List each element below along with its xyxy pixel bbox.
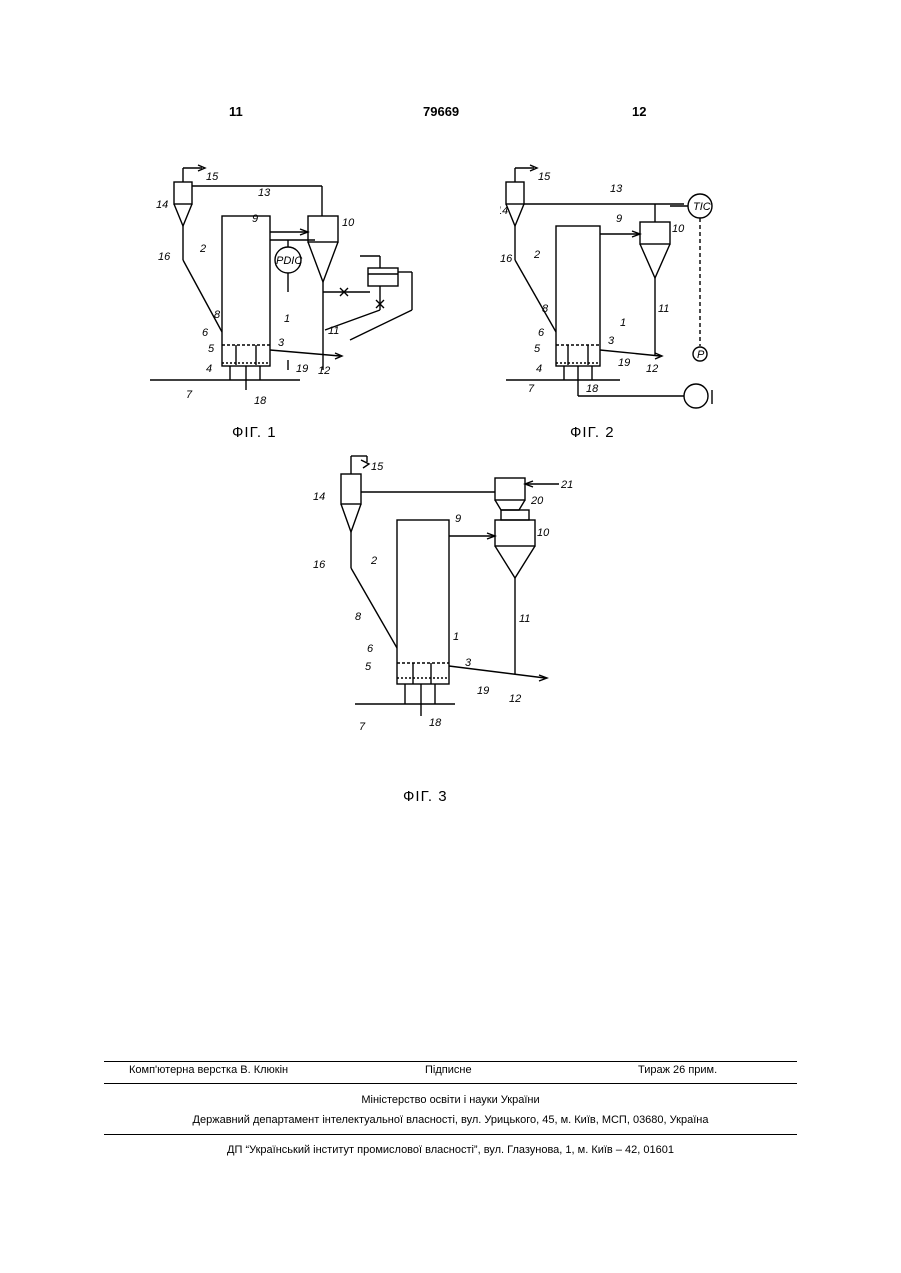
- svg-text:8: 8: [355, 611, 362, 623]
- svg-text:6: 6: [202, 327, 209, 339]
- right-page-number: 12: [632, 104, 646, 119]
- svg-text:11: 11: [519, 613, 530, 625]
- svg-text:15: 15: [371, 461, 384, 473]
- svg-text:9: 9: [455, 513, 461, 525]
- left-page-number: 11: [229, 104, 243, 119]
- layout-by: Комп'ютерна верстка В. Клюкін: [129, 1064, 288, 1076]
- svg-text:12: 12: [646, 363, 658, 375]
- svg-text:3: 3: [608, 335, 615, 347]
- svg-text:1: 1: [453, 631, 459, 643]
- svg-text:15: 15: [538, 171, 551, 183]
- footer-top-rule: [104, 1061, 797, 1062]
- figure-2-caption: ФІГ. 2: [570, 424, 615, 441]
- svg-text:10: 10: [672, 223, 685, 235]
- svg-text:11: 11: [328, 325, 339, 337]
- department-line: Державний департамент інтелектуальної вл…: [104, 1114, 797, 1126]
- svg-text:19: 19: [618, 357, 630, 369]
- footer-middle-rule: [104, 1083, 797, 1084]
- svg-text:20: 20: [530, 495, 544, 507]
- svg-text:19: 19: [477, 685, 489, 697]
- ministry-line: Міністерство освіти і науки України: [104, 1094, 797, 1106]
- svg-text:4: 4: [206, 363, 212, 375]
- svg-text:1: 1: [620, 317, 626, 329]
- svg-text:10: 10: [342, 217, 355, 229]
- svg-text:19: 19: [296, 363, 308, 375]
- svg-text:2: 2: [370, 555, 377, 567]
- patent-number: 79669: [423, 104, 459, 119]
- svg-text:12: 12: [318, 365, 330, 377]
- svg-text:8: 8: [542, 303, 549, 315]
- svg-text:14: 14: [313, 491, 325, 503]
- footer-bottom-rule: [104, 1134, 797, 1135]
- figure-1: 15 14 13 9 10 16 2 8 1 6 5 3 4 7 18 19 1…: [150, 160, 430, 410]
- signed-label: Підписне: [425, 1064, 472, 1076]
- svg-text:7: 7: [186, 389, 193, 401]
- svg-text:18: 18: [429, 717, 442, 729]
- pdic-label: PDIC: [276, 255, 302, 267]
- figure-1-caption: ФІГ. 1: [232, 424, 277, 441]
- svg-text:3: 3: [465, 657, 472, 669]
- svg-text:9: 9: [616, 213, 622, 225]
- svg-text:13: 13: [258, 187, 271, 199]
- svg-text:5: 5: [534, 343, 541, 355]
- svg-text:13: 13: [610, 183, 623, 195]
- institute-line: ДП “Український інститут промислової вла…: [104, 1144, 797, 1156]
- svg-text:11: 11: [658, 303, 669, 315]
- svg-text:16: 16: [158, 251, 171, 263]
- svg-text:3: 3: [278, 337, 285, 349]
- svg-text:1: 1: [284, 313, 290, 325]
- svg-text:15: 15: [206, 171, 219, 183]
- svg-text:8: 8: [214, 309, 221, 321]
- figure-3-caption: ФІГ. 3: [403, 788, 448, 805]
- tic-label: TIC: [693, 201, 711, 213]
- svg-text:5: 5: [365, 661, 372, 673]
- svg-text:18: 18: [586, 383, 599, 395]
- circulation: Тираж 26 прим.: [638, 1064, 717, 1076]
- figure-2: 15 14 13 9 10 16 2 8 1 11 6 5 3 4 7 18 1…: [500, 160, 740, 410]
- svg-text:2: 2: [199, 243, 206, 255]
- svg-text:14: 14: [500, 205, 508, 217]
- p-label: P: [697, 349, 705, 361]
- svg-text:7: 7: [359, 721, 366, 733]
- svg-text:18: 18: [254, 395, 267, 407]
- svg-text:12: 12: [509, 693, 521, 705]
- svg-text:7: 7: [528, 383, 535, 395]
- svg-text:2: 2: [533, 249, 540, 261]
- svg-text:6: 6: [367, 643, 374, 655]
- svg-text:10: 10: [537, 527, 550, 539]
- svg-text:9: 9: [252, 213, 258, 225]
- svg-text:16: 16: [313, 559, 326, 571]
- svg-text:6: 6: [538, 327, 545, 339]
- svg-text:4: 4: [536, 363, 542, 375]
- svg-text:14: 14: [156, 199, 168, 211]
- svg-text:16: 16: [500, 253, 513, 265]
- figure-3: 15 14 21 20 9 10 16 2 8 11 1 6 5 3 19 12…: [305, 448, 595, 738]
- svg-text:21: 21: [560, 479, 573, 491]
- svg-text:5: 5: [208, 343, 215, 355]
